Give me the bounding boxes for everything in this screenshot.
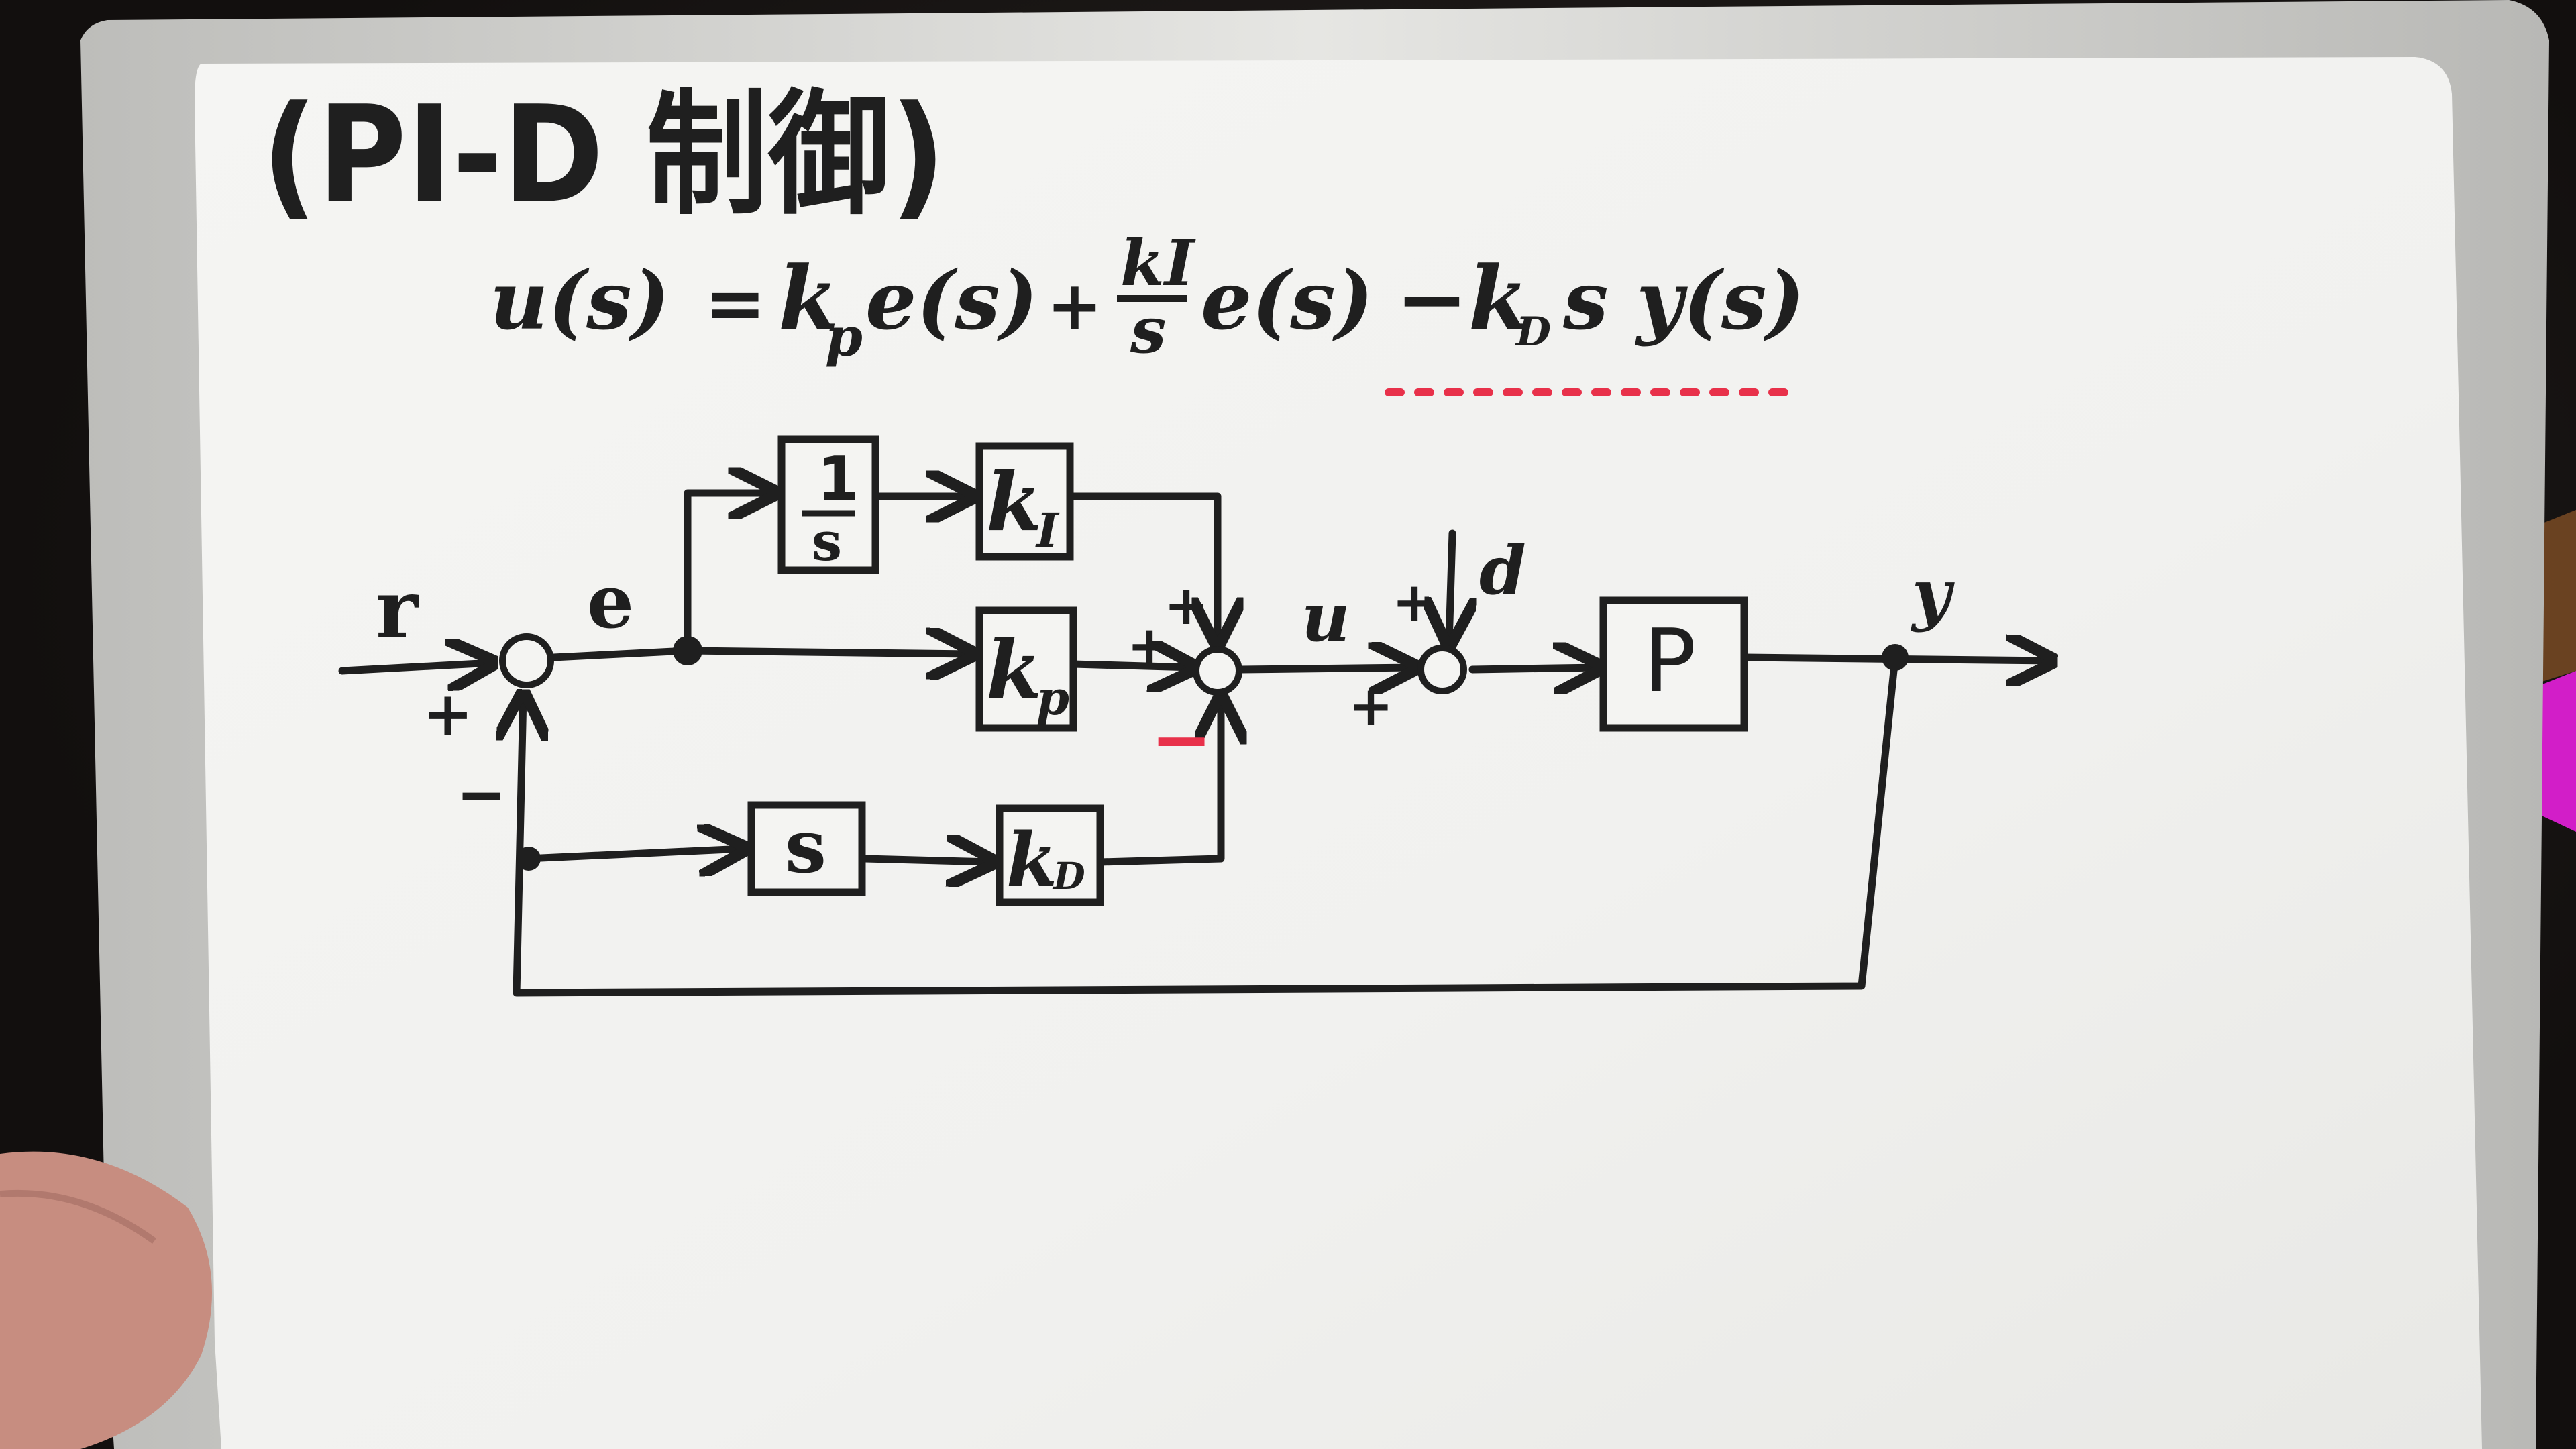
kd-sub: D (1052, 854, 1085, 898)
sum-junction-2 (1193, 646, 1242, 696)
eq-kp-sub: p (825, 305, 863, 368)
ki-label: k (986, 455, 1042, 549)
branch-dot-feedback (517, 847, 541, 871)
block-ki: k I (975, 442, 1074, 561)
sum3-top-plus: + (1392, 571, 1437, 633)
wire-to-plant (1468, 667, 1600, 669)
sum-junction-1 (499, 633, 554, 688)
title: (PI-D 制御) (262, 77, 946, 233)
kd-label: k (1006, 816, 1057, 903)
eq-kp: k (778, 247, 839, 350)
ki-sub: I (1035, 502, 1060, 558)
eq-minus-kd: −k (1395, 247, 1529, 350)
kp-sub: p (1036, 670, 1069, 726)
signal-u: u (1301, 578, 1350, 657)
eq-equals: = (704, 260, 766, 346)
hand (0, 1151, 212, 1449)
eq-frac-den: s (1130, 293, 1166, 368)
wire-e (549, 647, 692, 661)
eq-kd-sub: D (1515, 309, 1551, 356)
eq-sys: s y(s) (1562, 254, 1805, 348)
integrator-den: s (812, 510, 842, 573)
eq-frac-num: kI (1120, 226, 1196, 301)
branch-dot-e (673, 636, 702, 665)
signal-r: r (376, 562, 419, 657)
block-derivative: s (747, 801, 866, 896)
sum2-bottom-minus: − (1150, 696, 1212, 782)
wire-to-kp (684, 651, 973, 654)
whiteboard-surface (195, 57, 2482, 1449)
eq-es2: e(s) (1201, 254, 1373, 348)
sum2-top-plus: + (1164, 574, 1209, 637)
wire-d (1449, 529, 1452, 644)
plant-label: P (1644, 610, 1696, 712)
wire-to-integrator (684, 493, 775, 655)
wire-r (338, 663, 493, 671)
block-kp: k p (975, 606, 1077, 732)
wire-kd-to-sum2 (1096, 698, 1221, 866)
wire-feedback (517, 653, 1899, 997)
wire-kp-to-sum2 (1069, 664, 1194, 667)
eq-plus: + (1046, 266, 1103, 345)
sum2-left-plus: + (1127, 614, 1172, 677)
block-diagram (338, 492, 2053, 997)
signal-d: d (1479, 531, 1526, 610)
wire-s-to-kd (861, 859, 993, 862)
eq-u: u(s) (490, 254, 669, 348)
signal-y: y (1911, 554, 1955, 633)
sum1-minus: − (456, 759, 506, 830)
sum-junction-3 (1417, 645, 1467, 694)
wire-u (1237, 667, 1415, 669)
integrator-num: 1 (817, 444, 859, 515)
sum3-left-plus: + (1348, 675, 1393, 737)
block-kd: k D (996, 804, 1104, 906)
kp-label: k (986, 623, 1042, 717)
block-plant: P (1599, 596, 1748, 732)
branch-dot-y (1882, 644, 1909, 671)
derivative-label: s (785, 803, 826, 890)
sum1-plus: + (423, 679, 473, 749)
wire-ki-to-sum2 (1066, 492, 1218, 644)
signal-e: e (587, 558, 634, 645)
wire-to-derivative (523, 849, 745, 859)
equation: u(s) = k p e(s) + kI s e(s) −k D s y(s) (490, 226, 1805, 396)
block-integrator: 1 s (777, 435, 879, 574)
eq-es1: e(s) (865, 254, 1038, 348)
